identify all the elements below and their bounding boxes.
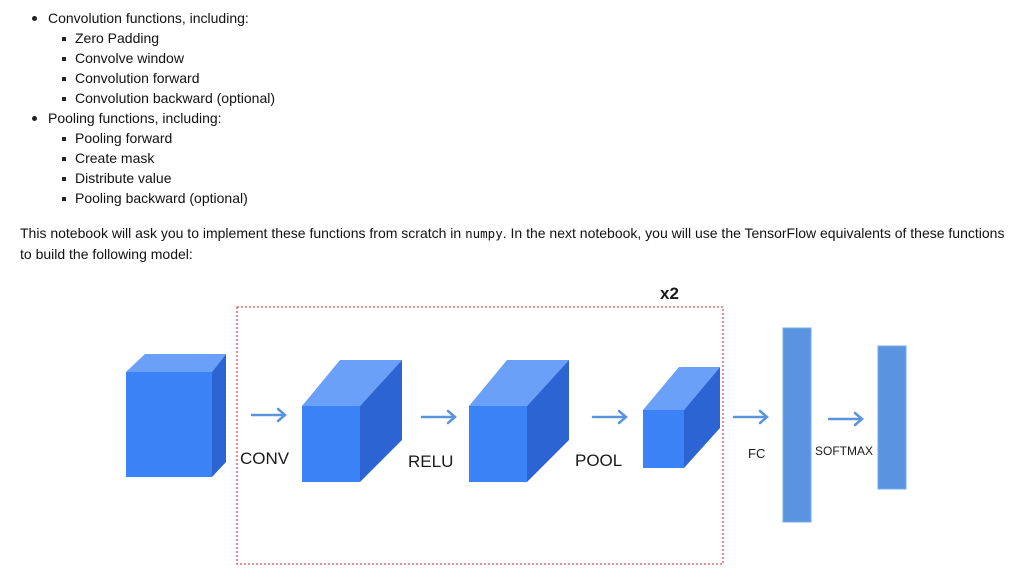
- list-item-pooling: Pooling functions, including: Pooling fo…: [0, 108, 275, 208]
- paragraph-text-start: This notebook will ask you to implement …: [20, 225, 466, 241]
- list-item: Convolution backward (optional): [48, 88, 275, 108]
- model-diagram: x2 CONV RELU POOL: [126, 284, 907, 565]
- bullet-icon: [62, 137, 66, 141]
- pool-label: POOL: [575, 451, 622, 470]
- bullet-icon: [62, 77, 66, 81]
- list-item-text: Distribute value: [75, 170, 172, 186]
- conv-cube: [302, 360, 402, 482]
- bullet-icon: [32, 116, 37, 121]
- list-item-text: Create mask: [75, 150, 155, 166]
- sub-list: Zero Padding Convolve window Convolution…: [48, 28, 275, 108]
- bullet-icon: [32, 16, 37, 21]
- arrow-icon: [732, 409, 769, 425]
- relu-cube: [469, 360, 569, 482]
- outer-list: Convolution functions, including: Zero P…: [0, 8, 275, 208]
- list-item-convolution: Convolution functions, including: Zero P…: [0, 8, 275, 108]
- bullet-icon: [62, 157, 66, 161]
- fc-layer: [782, 327, 812, 523]
- repeat-block-border: [236, 306, 724, 565]
- fc-label: FC: [748, 446, 765, 461]
- arrow-icon: [827, 411, 864, 427]
- list-item-text: Convolution backward (optional): [75, 90, 275, 106]
- repeat-label: x2: [660, 284, 679, 303]
- list-item-text: Pooling forward: [75, 130, 173, 146]
- list-item: Pooling backward (optional): [48, 188, 275, 208]
- list-item-text: Pooling backward (optional): [75, 190, 248, 206]
- softmax-label: SOFTMAX: [815, 444, 873, 458]
- list-item: Distribute value: [48, 168, 275, 188]
- softmax-layer: [877, 345, 907, 490]
- list-label: Pooling functions, including:: [48, 110, 222, 126]
- list-item: Pooling forward: [48, 128, 275, 148]
- pool-cube: [643, 367, 720, 468]
- arrow-icon: [250, 407, 287, 423]
- function-lists: Convolution functions, including: Zero P…: [0, 8, 275, 208]
- arrow-icon: [591, 409, 628, 425]
- list-item: Create mask: [48, 148, 275, 168]
- list-label: Convolution functions, including:: [48, 10, 249, 26]
- list-item-text: Zero Padding: [75, 30, 160, 46]
- conv-label: CONV: [240, 449, 290, 468]
- description-paragraph: This notebook will ask you to implement …: [20, 223, 1015, 265]
- bullet-icon: [62, 177, 66, 181]
- bullet-icon: [62, 37, 66, 41]
- bullet-icon: [62, 57, 66, 61]
- paragraph-text-end: . In the next notebook, you will use the…: [20, 225, 1005, 262]
- input-cube: [126, 354, 226, 477]
- list-item: Convolve window: [48, 48, 275, 68]
- list-item: Zero Padding: [48, 28, 275, 48]
- arrow-icon: [420, 409, 457, 425]
- bullet-icon: [62, 97, 66, 101]
- list-item: Convolution forward: [48, 68, 275, 88]
- sub-list: Pooling forward Create mask Distribute v…: [48, 128, 275, 208]
- list-item-text: Convolve window: [75, 50, 184, 66]
- inline-code: numpy: [465, 226, 503, 241]
- list-item-text: Convolution forward: [75, 70, 200, 86]
- relu-label: RELU: [408, 452, 453, 471]
- bullet-icon: [62, 197, 66, 201]
